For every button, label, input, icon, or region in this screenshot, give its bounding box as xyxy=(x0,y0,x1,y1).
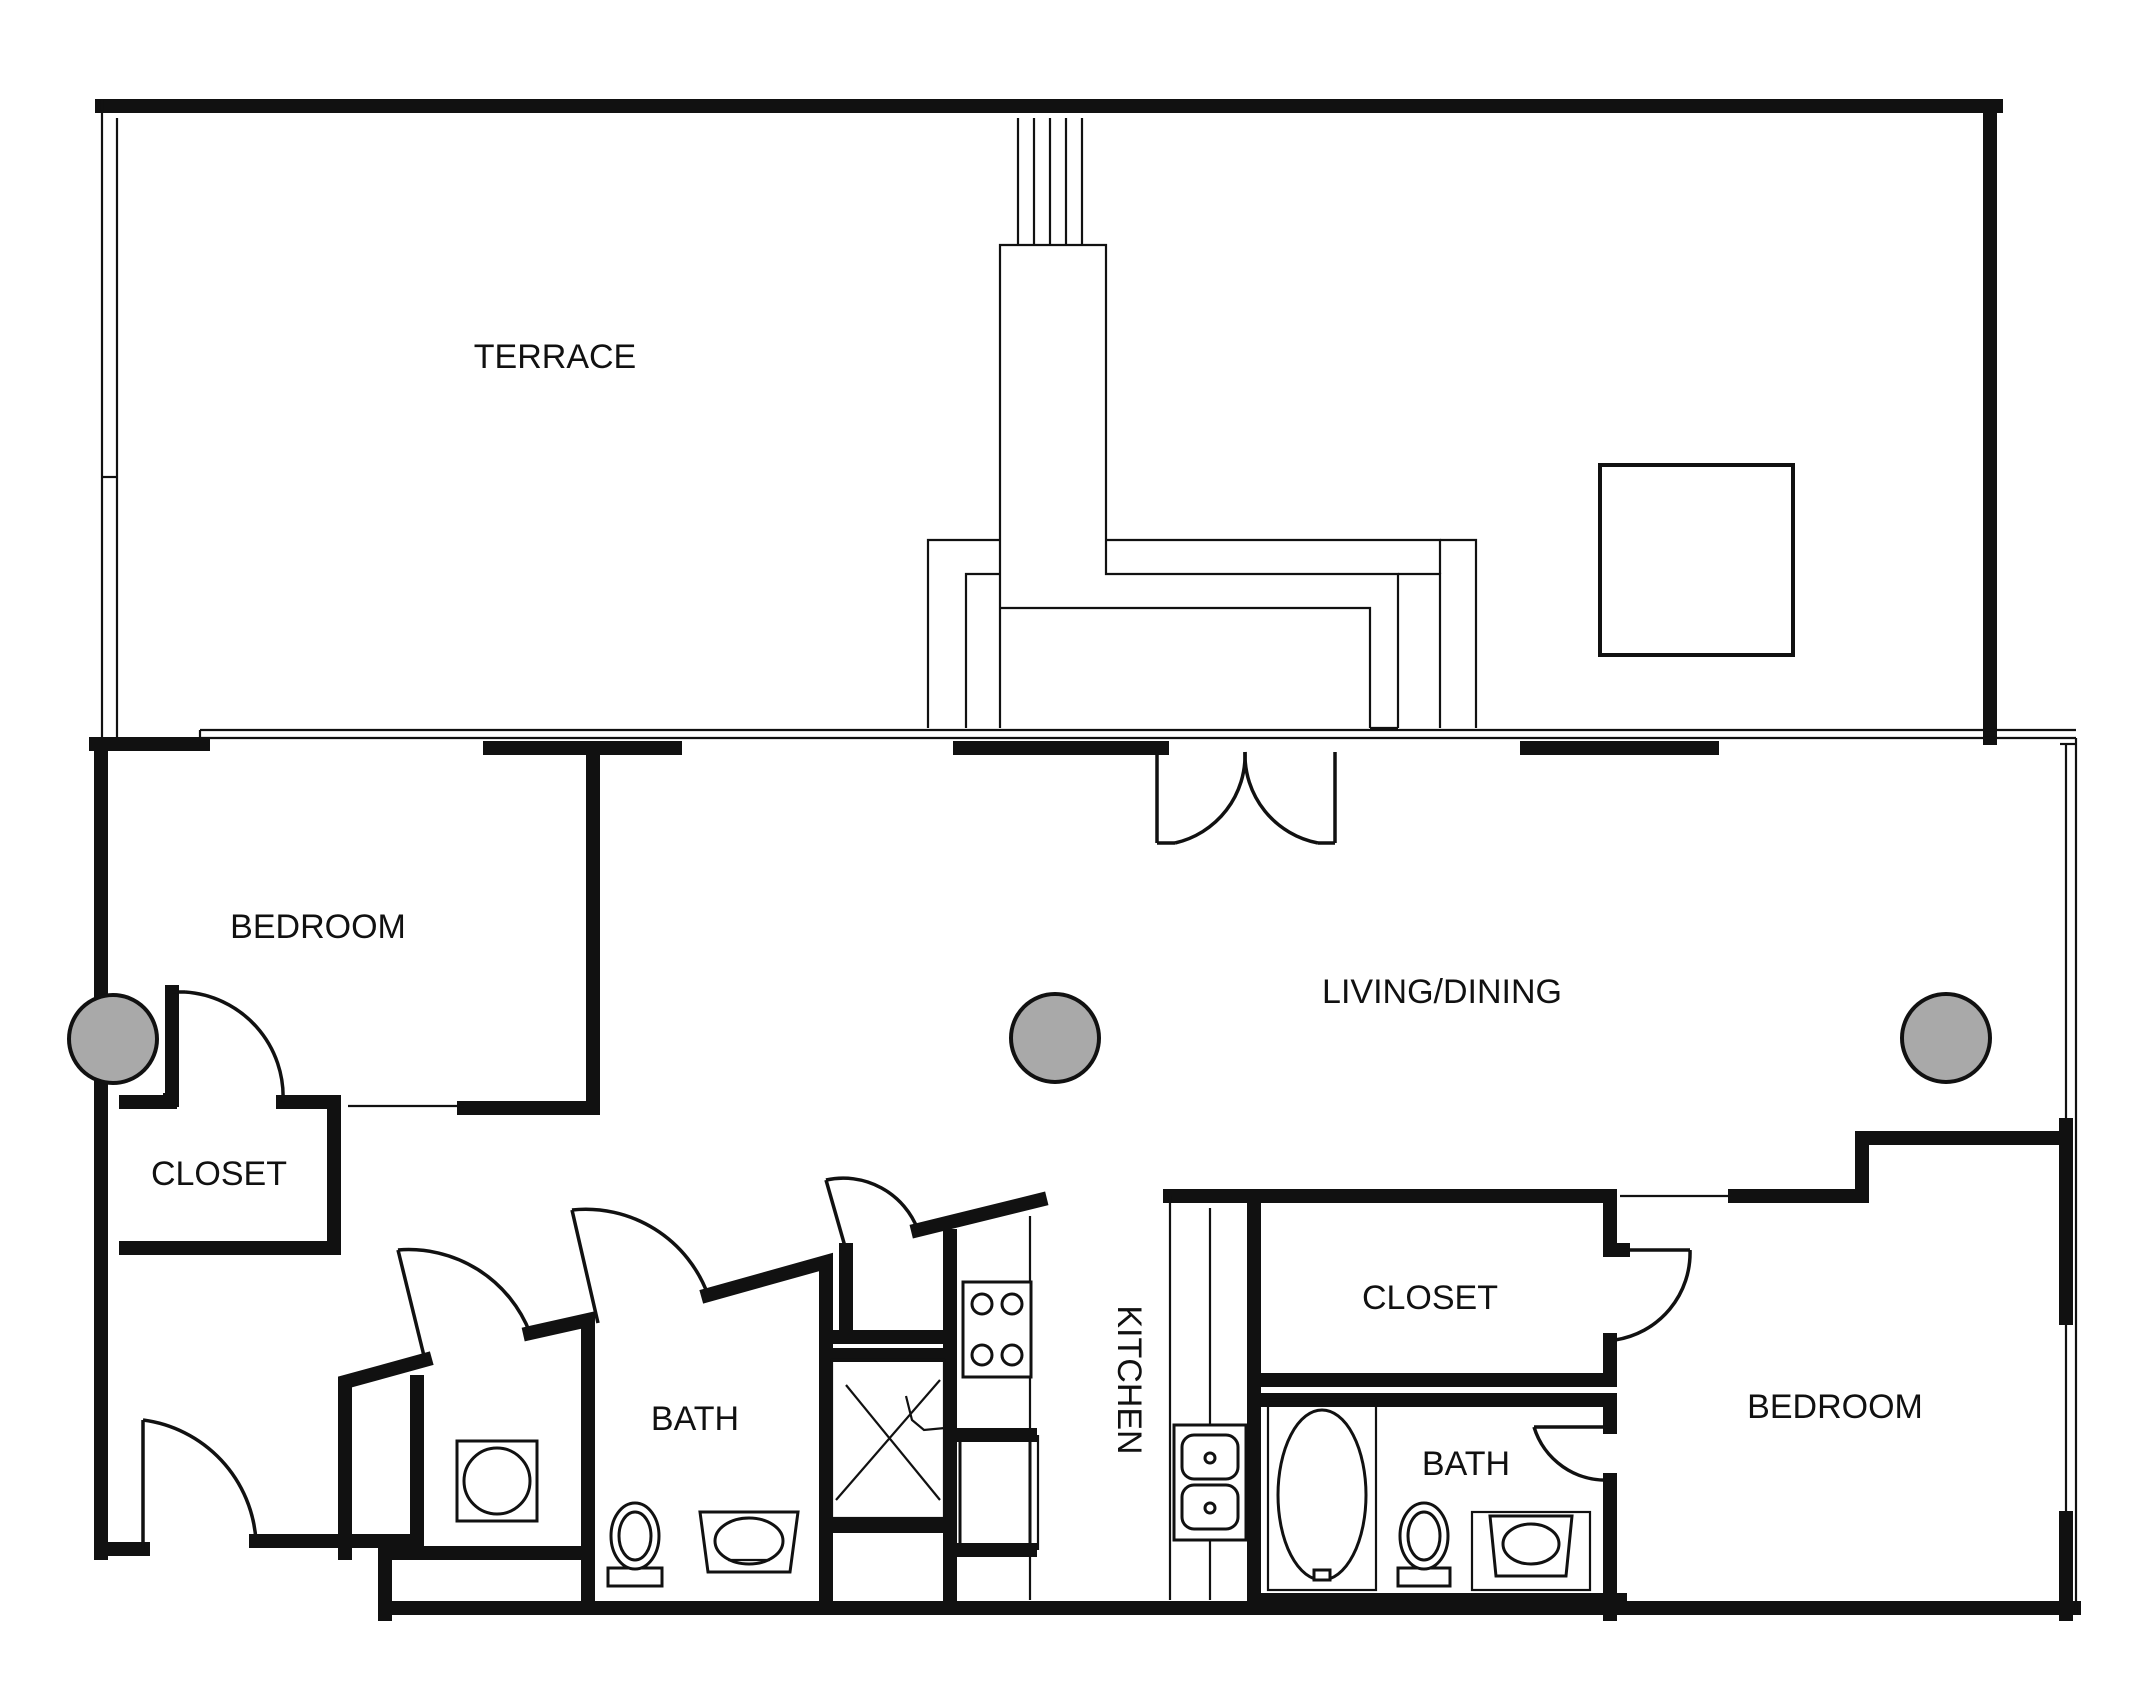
room-label-bedroom-right: BEDROOM xyxy=(1747,1388,1923,1426)
door-icon[interactable] xyxy=(824,1176,920,1251)
unit-exterior-walls xyxy=(89,737,2081,1621)
terrace-square-feature xyxy=(1598,463,1795,657)
door-icon[interactable] xyxy=(1532,1425,1611,1482)
column-icon xyxy=(1900,992,1992,1084)
refrigerator-icon xyxy=(958,1433,1032,1552)
door-icon[interactable] xyxy=(172,990,285,1103)
room-label-bath-right: BATH xyxy=(1422,1445,1510,1483)
door-icon[interactable] xyxy=(1614,1248,1692,1342)
sink-icon xyxy=(1470,1510,1592,1592)
door-icon[interactable] xyxy=(141,1418,258,1549)
terrace-structure xyxy=(998,243,1400,728)
column-icon xyxy=(1009,992,1101,1084)
left-service-area xyxy=(141,1176,1049,1607)
toilet-icon xyxy=(606,1501,664,1588)
toilet-icon xyxy=(1396,1501,1452,1588)
terrace-area xyxy=(95,99,2076,745)
room-label-bath-left: BATH xyxy=(651,1400,739,1438)
column-icon xyxy=(67,993,159,1085)
door-icon[interactable] xyxy=(396,1247,532,1361)
bathtub-icon xyxy=(1266,1398,1378,1592)
terrace-double-door[interactable] xyxy=(1155,751,1337,845)
stove-icon xyxy=(961,1280,1033,1379)
shower-icon xyxy=(830,1358,946,1520)
room-label-living-dining: LIVING/DINING xyxy=(1322,973,1562,1011)
double-sink-icon xyxy=(1172,1423,1248,1542)
room-label-bedroom-left: BEDROOM xyxy=(230,908,406,946)
left-bedroom xyxy=(119,748,600,1255)
door-icon[interactable] xyxy=(570,1207,710,1324)
sink-icon xyxy=(698,1510,800,1574)
kitchen-area xyxy=(953,1216,1040,1600)
right-service-area xyxy=(1163,1131,2067,1621)
room-label-closet-right: CLOSET xyxy=(1362,1279,1498,1317)
room-label-terrace: TERRACE xyxy=(474,338,636,376)
room-label-closet-left: CLOSET xyxy=(151,1155,287,1193)
room-label-kitchen: KITCHEN xyxy=(1110,1305,1148,1454)
